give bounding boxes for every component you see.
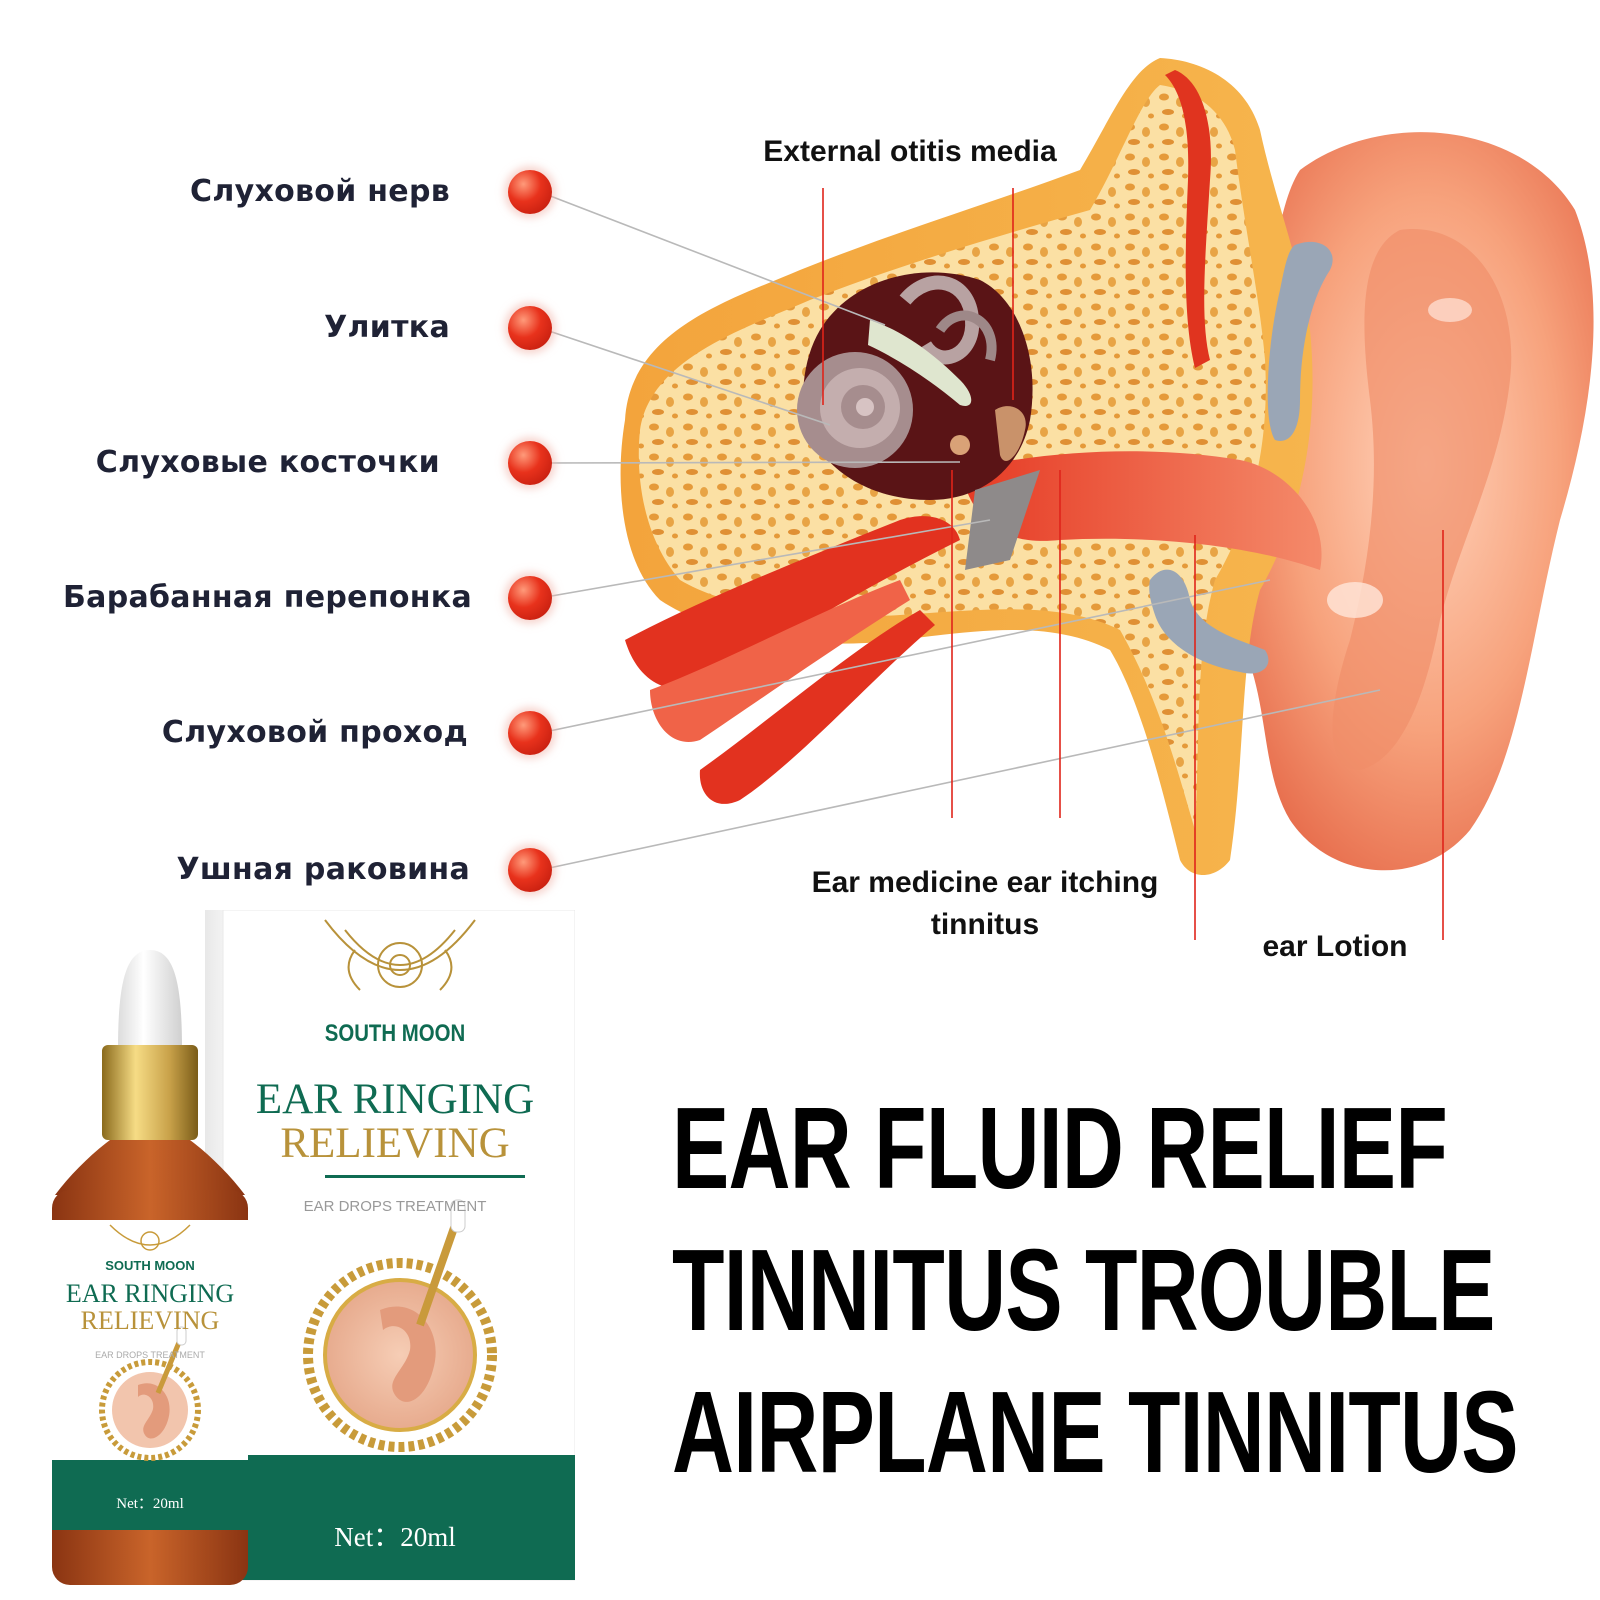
bottle-title-line1: EAR RINGING bbox=[65, 1279, 235, 1308]
marker-dot-icon bbox=[508, 711, 552, 755]
box-net-volume: Net：20ml bbox=[334, 1522, 456, 1552]
box-title-line2: RELIEVING bbox=[280, 1120, 510, 1167]
box-subtitle: EAR DROPS TREATMENT bbox=[303, 1198, 487, 1215]
label-eardrum: Барабанная перепонка bbox=[63, 580, 472, 615]
ear-anatomy-illustration bbox=[539, 58, 1594, 940]
box-divider bbox=[325, 1175, 525, 1178]
headline-line1: EAR FLUID RELIEF bbox=[672, 1083, 1448, 1213]
bottle-subtitle: EAR DROPS TREATMENT bbox=[95, 1350, 205, 1360]
product-bottle bbox=[52, 950, 248, 1585]
box-title-line1: EAR RINGING bbox=[255, 1076, 535, 1123]
marker-dot-icon bbox=[508, 576, 552, 620]
bottle-brand: SOUTH MOON bbox=[105, 1258, 195, 1273]
callout-ear-medicine-line2: tinnitus bbox=[930, 908, 1040, 941]
bottle-title-line2: RELIEVING bbox=[80, 1306, 220, 1335]
label-pinna: Ушная раковина bbox=[176, 852, 470, 887]
callout-external-otitis: External otitis media bbox=[763, 135, 1057, 168]
label-ossicles: Слуховые косточки bbox=[95, 445, 440, 480]
label-ear-canal: Слуховой проход bbox=[161, 715, 468, 750]
bottle-net-volume: Net：20ml bbox=[116, 1496, 184, 1512]
callout-ear-medicine-line1: Ear medicine ear itching bbox=[811, 866, 1159, 899]
label-cochlea: Улитка bbox=[324, 310, 450, 345]
marker-dot-icon bbox=[508, 848, 552, 892]
box-brand: SOUTH MOON bbox=[324, 1020, 466, 1047]
label-auditory-nerve: Слуховой нерв bbox=[190, 174, 450, 209]
callout-ear-medicine: Ear medicine ear itching tinnitus bbox=[795, 862, 1175, 946]
marker-dot-icon bbox=[508, 306, 552, 350]
marker-dot-icon bbox=[508, 170, 552, 214]
headline-line2: TINNITUS TROUBLE bbox=[672, 1225, 1495, 1355]
product-box bbox=[205, 910, 575, 1581]
headline-line3: AIRPLANE TINNITUS bbox=[672, 1367, 1519, 1497]
marker-dot-icon bbox=[508, 441, 552, 485]
callout-ear-lotion: ear Lotion bbox=[1262, 930, 1408, 963]
